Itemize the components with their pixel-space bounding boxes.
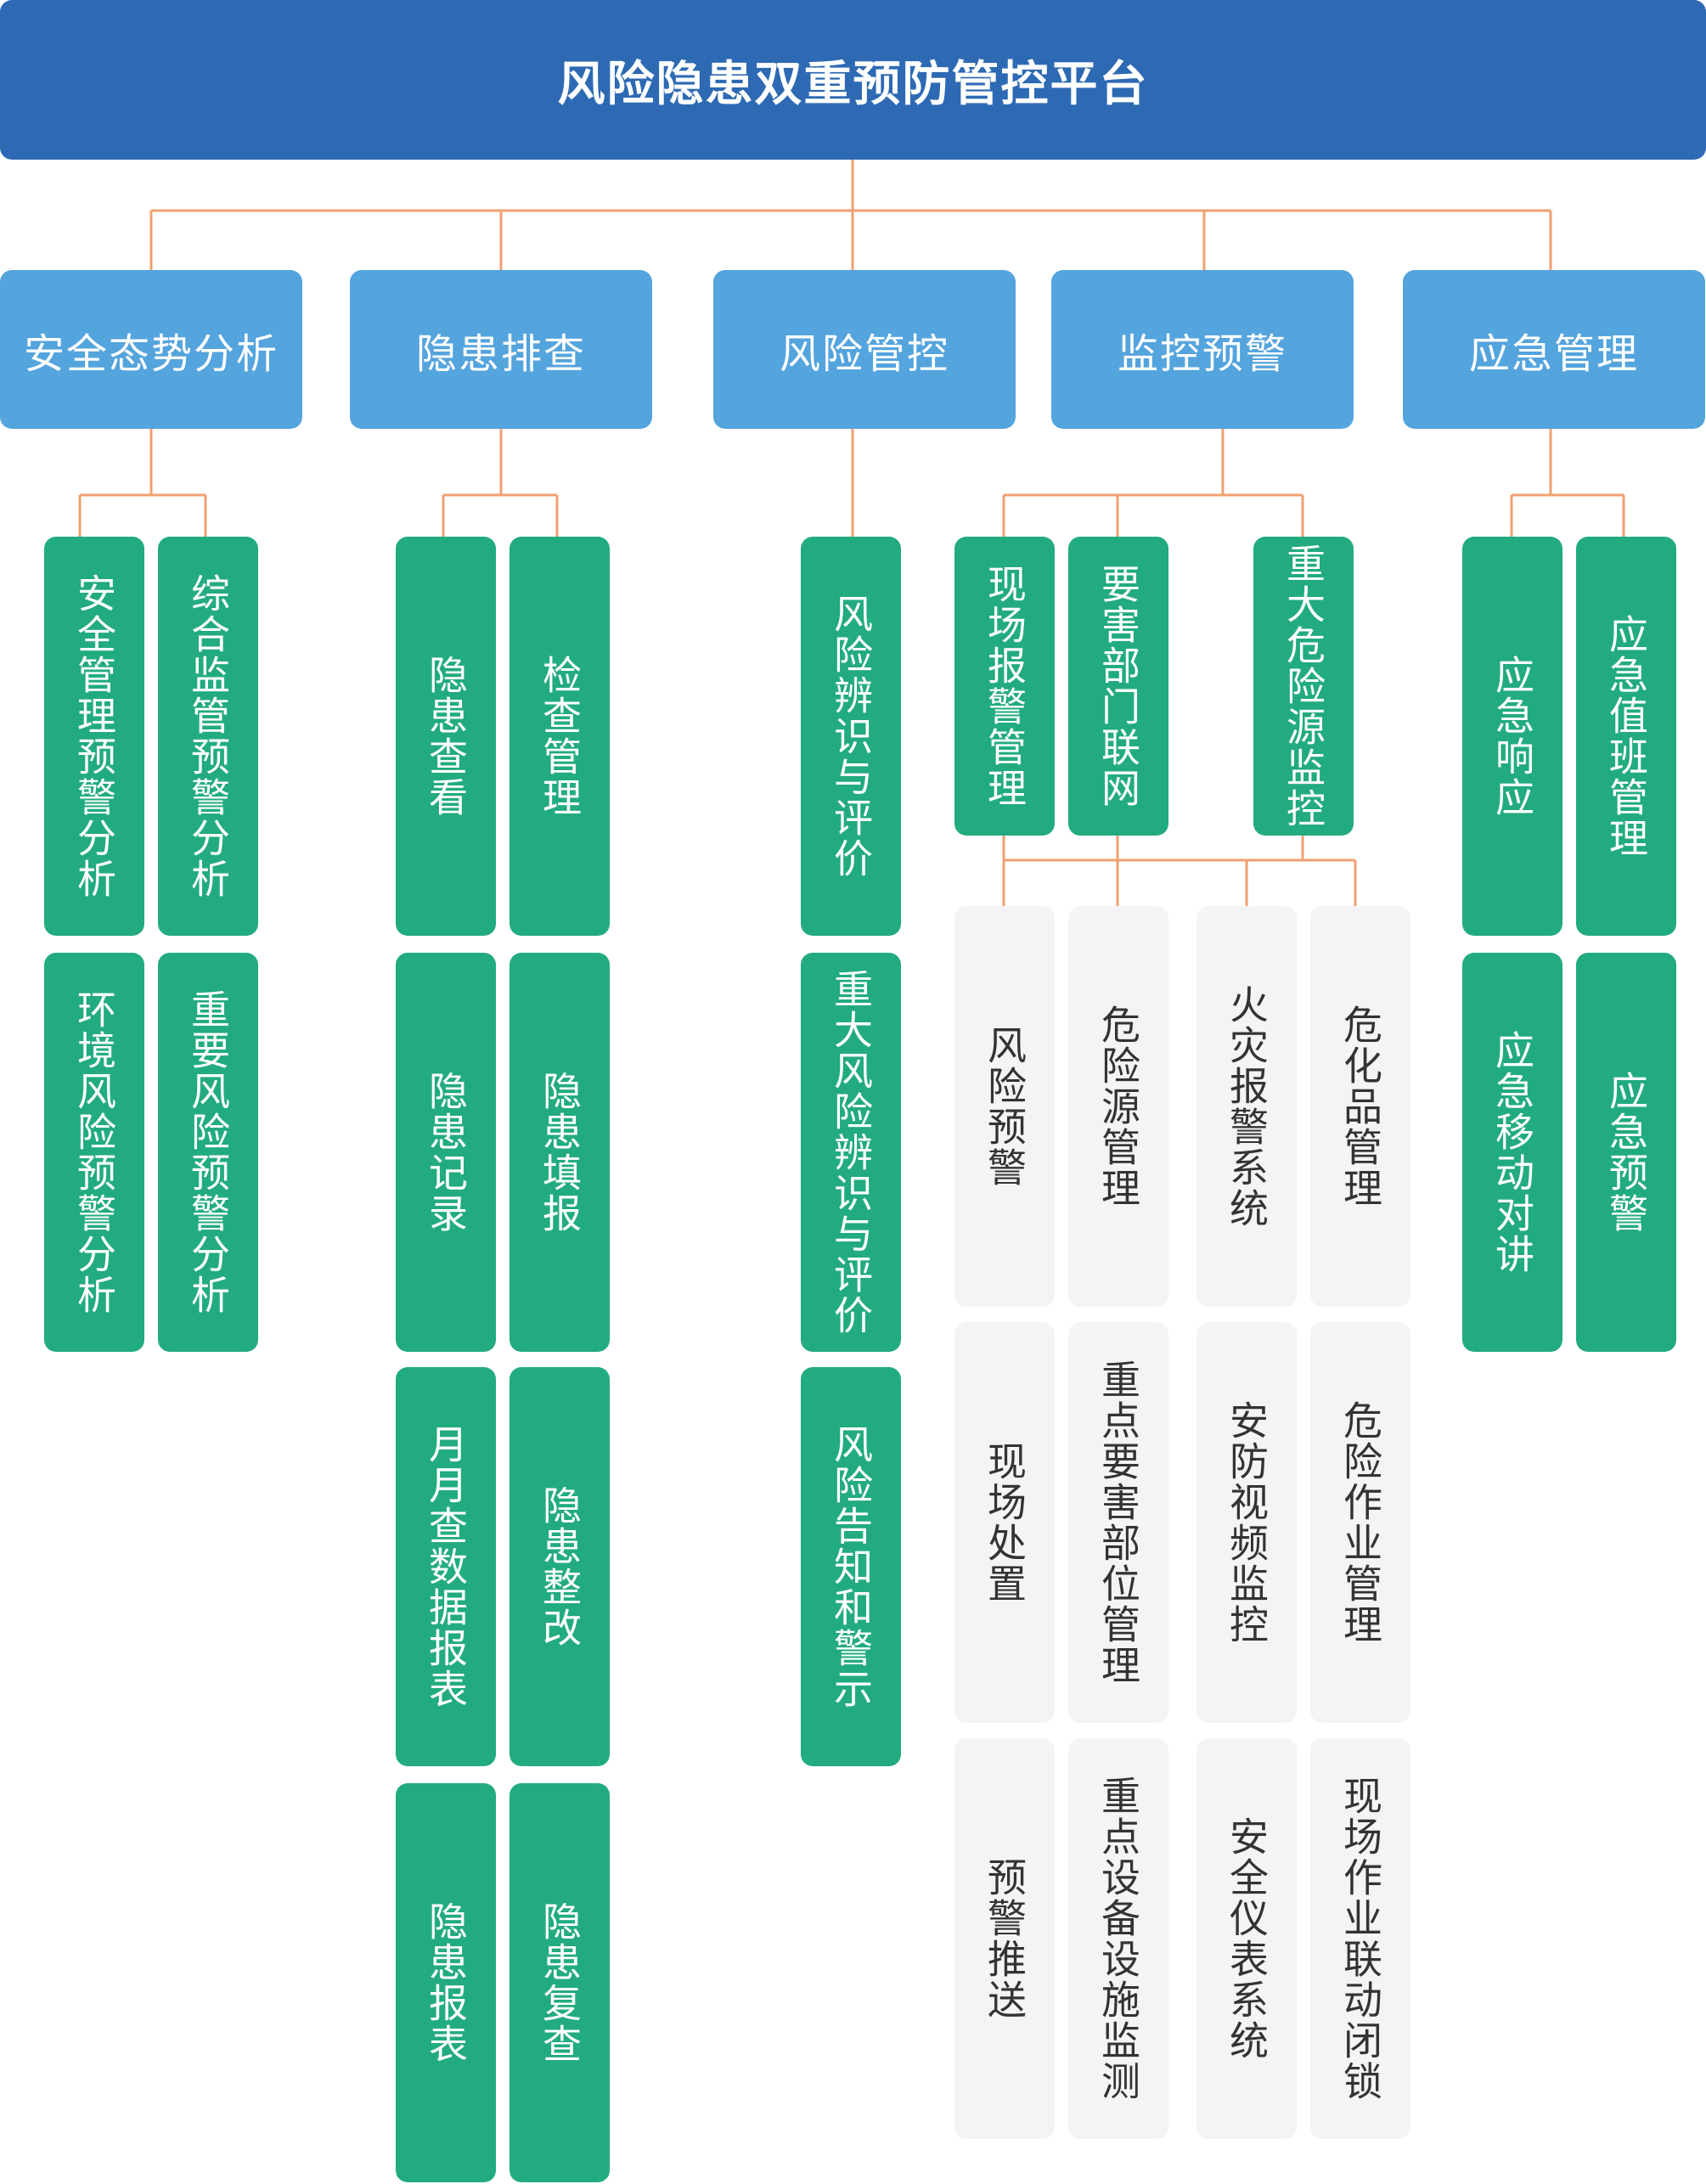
leaf-major-risk-alert-analysis[interactable]: 重要风险预警分析 [158, 953, 258, 1352]
leaf-label: 预警推送 [982, 1857, 1028, 2020]
leaf-hazard-record[interactable]: 隐患记录 [396, 953, 496, 1352]
platform-title: 风险隐患双重预防管控平台 [0, 0, 1706, 160]
leaf-label: 隐患填报 [537, 1071, 583, 1234]
leaf-key-area-management[interactable]: 重点要害部位管理 [1068, 1322, 1168, 1723]
leaf-major-hazard-source-monitoring[interactable]: 重大危险源监控 [1253, 537, 1354, 836]
leaf-label: 现场处置 [982, 1441, 1028, 1604]
leaf-hazard-report-fill[interactable]: 隐患填报 [510, 953, 610, 1352]
leaf-risk-notification-warning[interactable]: 风险告知和警示 [801, 1367, 901, 1766]
leaf-label: 重大风险辨识与评价 [828, 969, 874, 1336]
leaf-label: 重大危险源监控 [1281, 543, 1326, 829]
leaf-label: 环境风险预警分析 [71, 989, 117, 1315]
leaf-hazard-rectification[interactable]: 隐患整改 [510, 1367, 610, 1766]
leaf-label: 重要风险预警分析 [185, 989, 231, 1315]
category-risk-control[interactable]: 风险管控 [713, 270, 1016, 429]
leaf-key-equipment-monitoring[interactable]: 重点设备设施监测 [1068, 1738, 1168, 2139]
leaf-onsite-work-interlock[interactable]: 现场作业联动闭锁 [1310, 1738, 1410, 2139]
leaf-label: 应急值班管理 [1603, 614, 1649, 858]
leaf-monthly-check-data-report[interactable]: 月月查数据报表 [396, 1367, 496, 1766]
leaf-alert-push[interactable]: 预警推送 [954, 1738, 1055, 2139]
category-monitoring-alarm[interactable]: 监控预警 [1051, 270, 1354, 429]
leaf-fire-alarm-system[interactable]: 火灾报警系统 [1196, 906, 1297, 1307]
leaf-label: 现场作业联动闭锁 [1337, 1776, 1383, 2102]
leaf-hazard-source-management[interactable]: 危险源管理 [1068, 906, 1168, 1307]
leaf-label: 应急响应 [1489, 655, 1535, 818]
leaf-label: 风险预警 [982, 1025, 1028, 1188]
leaf-label: 危险源管理 [1095, 1005, 1141, 1208]
leaf-label: 危化品管理 [1337, 1005, 1383, 1208]
leaf-label: 安全仪表系统 [1224, 1816, 1270, 2061]
leaf-label: 重点要害部位管理 [1095, 1359, 1141, 1686]
leaf-label: 月月查数据报表 [423, 1424, 469, 1709]
leaf-label: 隐患报表 [423, 1901, 469, 2064]
leaf-onsite-alarm-management[interactable]: 现场报警管理 [954, 537, 1055, 836]
leaf-label: 火灾报警系统 [1224, 984, 1270, 1229]
leaf-safety-instrument-system[interactable]: 安全仪表系统 [1196, 1738, 1297, 2139]
leaf-hazard-recheck[interactable]: 隐患复查 [510, 1783, 610, 2182]
leaf-emergency-duty-management[interactable]: 应急值班管理 [1576, 537, 1676, 936]
leaf-label: 危险作业管理 [1337, 1400, 1383, 1645]
leaf-label: 隐患查看 [423, 655, 469, 818]
leaf-major-risk-identification-evaluation[interactable]: 重大风险辨识与评价 [801, 953, 901, 1352]
leaf-label: 隐患记录 [423, 1071, 469, 1234]
leaf-hazardous-chemicals-management[interactable]: 危化品管理 [1310, 906, 1410, 1307]
category-situation-analysis[interactable]: 安全态势分析 [0, 270, 302, 429]
leaf-security-video-monitoring[interactable]: 安防视频监控 [1196, 1322, 1297, 1723]
leaf-emergency-alert[interactable]: 应急预警 [1576, 953, 1676, 1352]
leaf-integrated-supervision-alert-analysis[interactable]: 综合监管预警分析 [158, 537, 258, 936]
leaf-hazard-view[interactable]: 隐患查看 [396, 537, 496, 936]
leaf-hazard-report[interactable]: 隐患报表 [396, 1783, 496, 2182]
leaf-safety-management-alert-analysis[interactable]: 安全管理预警分析 [44, 537, 144, 936]
leaf-environmental-risk-alert-analysis[interactable]: 环境风险预警分析 [44, 953, 144, 1352]
leaf-label: 现场报警管理 [982, 564, 1028, 808]
leaf-emergency-mobile-intercom[interactable]: 应急移动对讲 [1462, 953, 1562, 1352]
category-hazard-inspection[interactable]: 隐患排查 [350, 270, 652, 429]
leaf-label: 风险辨识与评价 [828, 594, 874, 879]
leaf-key-department-network[interactable]: 要害部门联网 [1068, 537, 1168, 836]
leaf-label: 检查管理 [537, 655, 583, 818]
leaf-label: 安防视频监控 [1224, 1400, 1270, 1645]
leaf-label: 隐患复查 [537, 1901, 583, 2064]
leaf-inspection-management[interactable]: 检查管理 [510, 537, 610, 936]
leaf-risk-identification-evaluation[interactable]: 风险辨识与评价 [801, 537, 901, 936]
leaf-label: 隐患整改 [537, 1485, 583, 1648]
leaf-label: 综合监管预警分析 [185, 573, 231, 899]
leaf-onsite-disposal[interactable]: 现场处置 [954, 1322, 1055, 1723]
leaf-label: 安全管理预警分析 [71, 573, 117, 899]
leaf-label: 重点设备设施监测 [1095, 1776, 1141, 2102]
leaf-label: 应急预警 [1603, 1071, 1649, 1234]
leaf-label: 风险告知和警示 [828, 1424, 874, 1709]
leaf-hazardous-work-management[interactable]: 危险作业管理 [1310, 1322, 1410, 1723]
leaf-label: 应急移动对讲 [1489, 1030, 1535, 1275]
leaf-risk-alert[interactable]: 风险预警 [954, 906, 1055, 1307]
leaf-label: 要害部门联网 [1095, 564, 1141, 808]
category-emergency-management[interactable]: 应急管理 [1403, 270, 1705, 429]
leaf-emergency-response[interactable]: 应急响应 [1462, 537, 1562, 936]
